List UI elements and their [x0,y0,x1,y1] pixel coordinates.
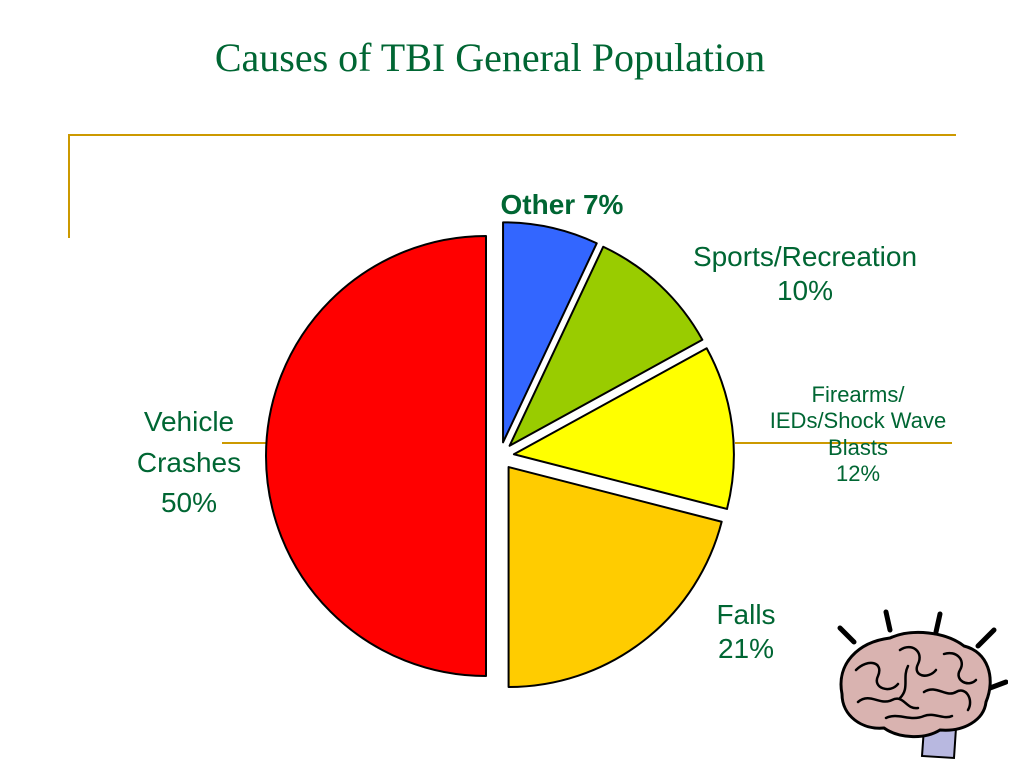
title-rule-vertical [68,134,70,238]
slice-label-sports-recreation: Sports/Recreation 10% [660,240,950,307]
slice-label-vehicle-line-1: Vehicle [143,406,235,437]
pie-slices [265,221,735,689]
slice-label-falls: Falls 21% [686,598,806,665]
brain-icon [837,609,1008,760]
pie-slice-vehicle-crashes [265,235,487,677]
pie-slice-other [502,221,598,444]
slice-label-firearms: Firearms/ IEDs/Shock Wave Blasts 12% [748,382,968,488]
slice-label-vehicle-value: 50% [160,487,218,519]
title-rule-horizontal [68,134,956,136]
slice-label-firearms-value: 12% [835,461,881,487]
slice-label-other: Other 7% [462,188,662,222]
slice-label-firearms-line-3: Blasts [828,434,888,460]
slice-label-vehicle-line-2: Crashes [136,446,242,478]
slice-label-firearms-line-1: Firearms/ [811,382,905,407]
slice-label-sports-value: 10% [776,274,834,306]
pie-slice-sports-recreation [508,245,704,447]
pie-slice-falls [507,466,723,689]
slice-label-firearms-line-2: IEDs/Shock Wave [769,408,947,434]
pie-slice-firearms-ieds-shock-wave-blasts [512,347,735,510]
slice-label-falls-name: Falls [716,599,776,630]
slice-label-falls-value: 21% [717,632,775,664]
slice-label-other-line: Other 7% [500,189,624,220]
slide-title: Causes of TBI General Population [214,35,766,80]
slice-label-sports-name: Sports/Recreation [692,241,918,272]
slice-label-vehicle-crashes: Vehicle Crashes 50% [104,402,274,524]
